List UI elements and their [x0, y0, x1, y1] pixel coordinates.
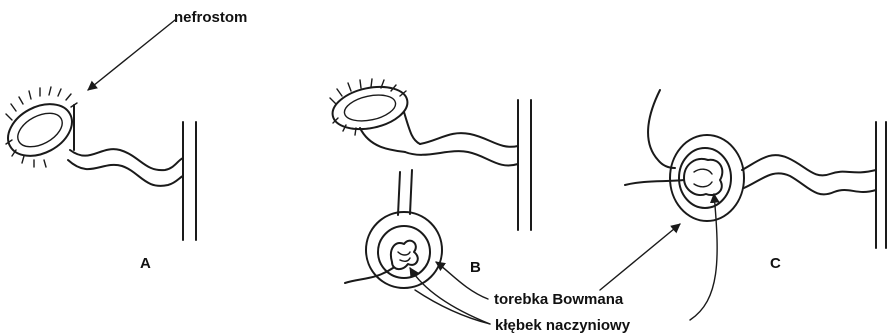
panel-b: B	[329, 79, 531, 288]
tubule-b	[405, 133, 518, 165]
panel-label-a: A	[140, 255, 151, 272]
arrow-glomerulus-b	[410, 268, 490, 324]
arrow-bowman-c	[600, 224, 680, 290]
label-nephrostome: nefrostom	[174, 9, 247, 26]
nephrostome-annotation: nefrostom	[88, 9, 247, 90]
label-bowman-capsule: torebka Bowmana	[494, 291, 624, 308]
glomerulus-c	[684, 159, 722, 195]
glomerulus-annotation: kłębek naczyniowy	[410, 194, 717, 334]
duct-c	[876, 122, 886, 248]
nephrostome-funnel-a	[0, 87, 81, 167]
panel-label-c: C	[770, 255, 781, 272]
neck-b	[398, 170, 412, 215]
arrow-glomerulus-c	[690, 194, 717, 320]
panel-a: A	[0, 87, 196, 272]
panel-label-b: B	[470, 259, 481, 276]
bowman-capsule-c	[670, 135, 744, 221]
neck-c	[648, 90, 675, 168]
tubule-c	[742, 155, 876, 194]
duct-a	[183, 122, 196, 240]
afferent-vessel-c	[625, 180, 684, 185]
arrow-nephrostome	[88, 20, 175, 90]
panel-c: C	[625, 90, 886, 272]
duct-b	[518, 100, 531, 230]
label-glomerulus: kłębek naczyniowy	[495, 317, 631, 334]
tubule-a	[68, 105, 183, 186]
glomerulus-b	[391, 241, 418, 269]
nephrostome-funnel-b	[329, 79, 420, 152]
